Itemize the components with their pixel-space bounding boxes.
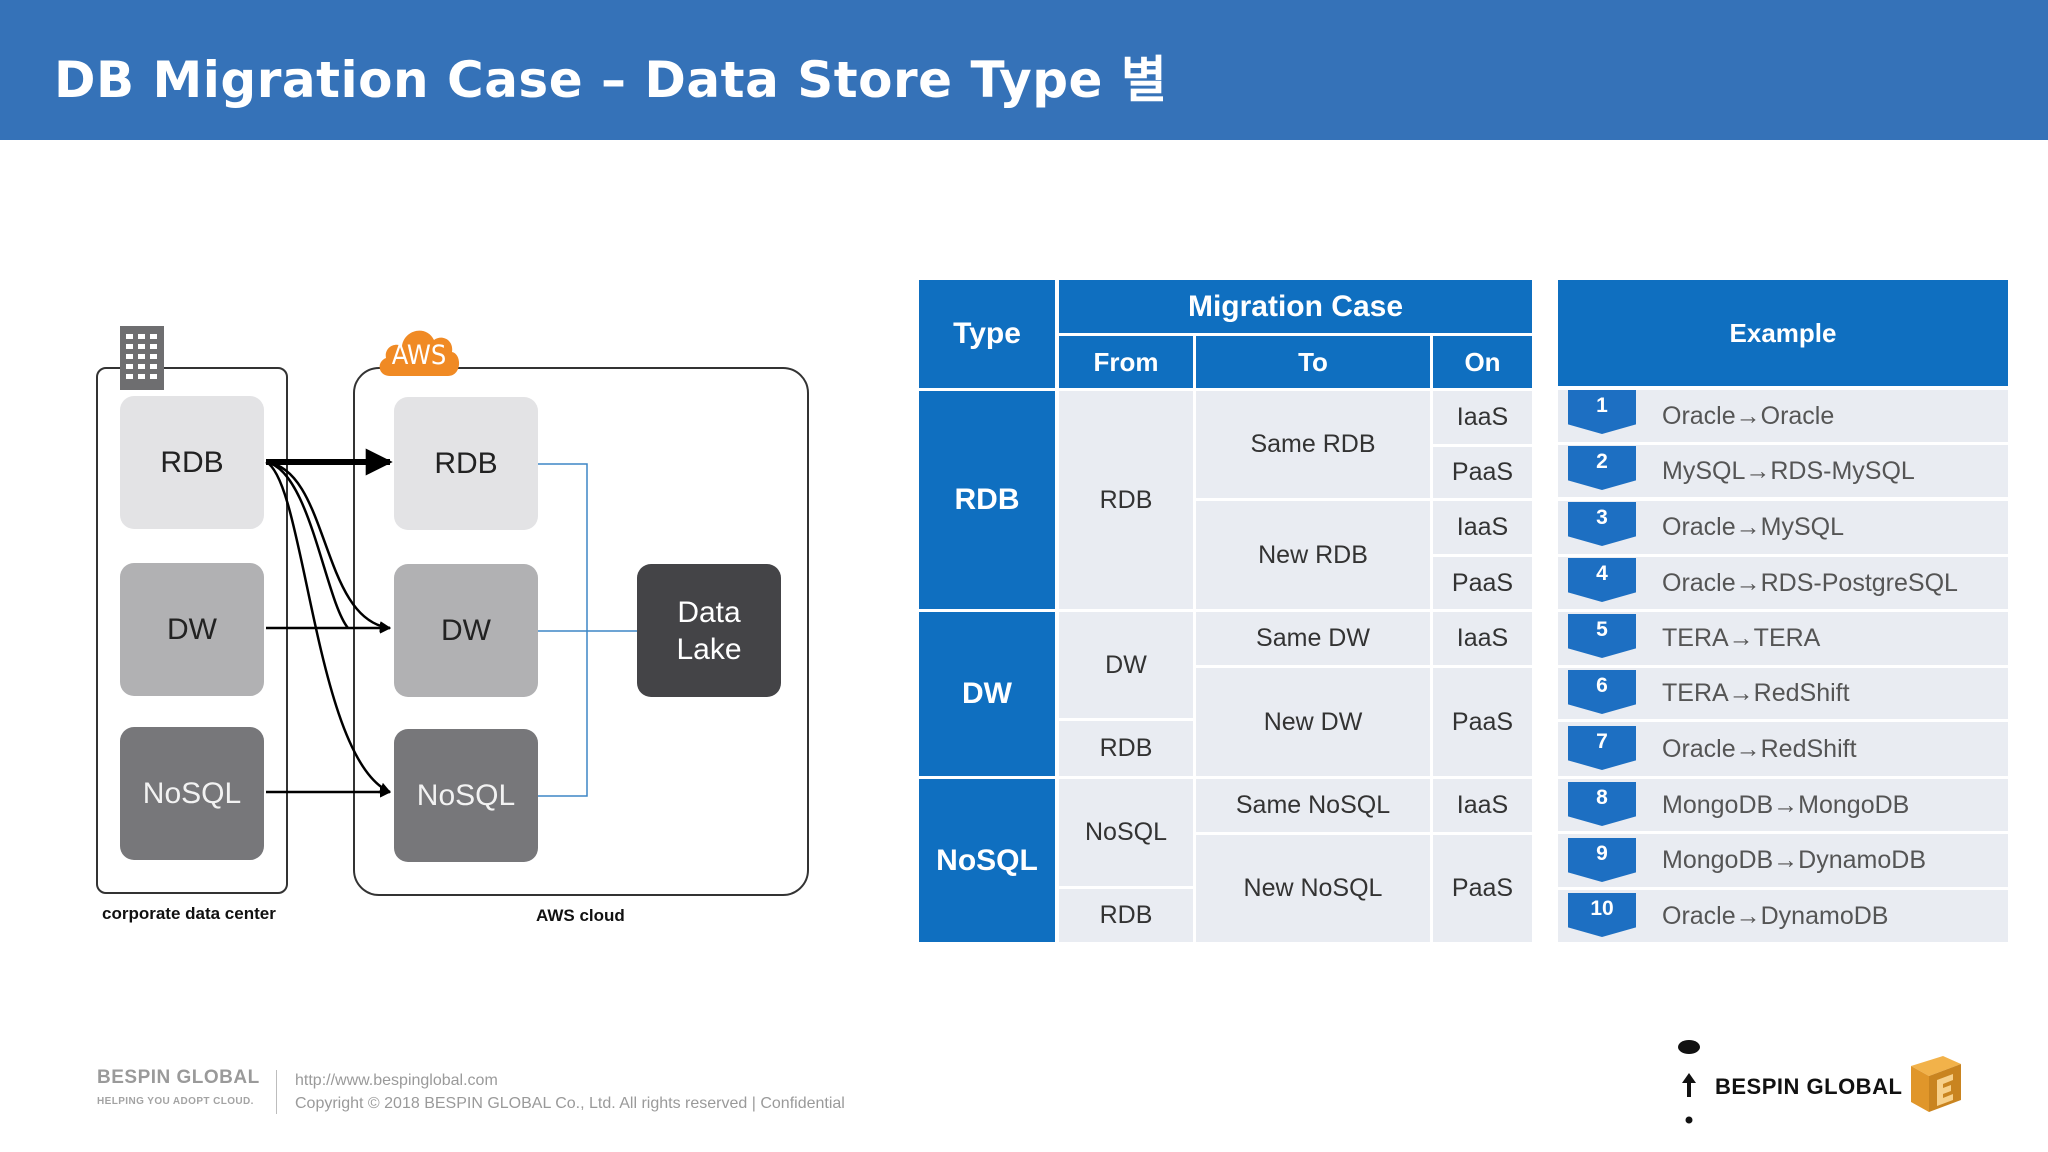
- title-bar: DB Migration Case – Data Store Type 별: [0, 0, 2048, 140]
- example-row: MySQL→RDS-MySQL: [1558, 445, 2008, 497]
- footer-copyright: Copyright © 2018 BESPIN GLOBAL Co., Ltd.…: [295, 1095, 845, 1112]
- header-migration-case: Migration Case: [1059, 280, 1532, 333]
- row-number-badge: 5: [1568, 614, 1636, 658]
- footer-divider: [276, 1070, 277, 1114]
- example-text: Oracle→Oracle: [1662, 401, 1835, 430]
- row-number: 4: [1596, 562, 1608, 585]
- dc-dw-label: DW: [167, 612, 217, 646]
- example-text: Oracle→DynamoDB: [1662, 901, 1889, 930]
- aws-dw-label: DW: [441, 613, 491, 647]
- to-cell: New DW: [1196, 668, 1430, 776]
- on-cell: PaaS: [1433, 447, 1532, 498]
- from-cell: DW: [1059, 612, 1193, 718]
- from-cell: RDB: [1059, 391, 1193, 609]
- aws-nosql-node: NoSQL: [394, 729, 538, 862]
- dc-nosql-node: NoSQL: [120, 727, 264, 860]
- bespin-global-logo: BESPIN GLOBAL: [1715, 1074, 1903, 1099]
- header-on: On: [1433, 336, 1532, 388]
- footer-brand: BESPIN GLOBAL: [97, 1067, 260, 1088]
- row-number: 6: [1596, 674, 1608, 697]
- aws-rdb-node: RDB: [394, 397, 538, 530]
- to-cell: Same DW: [1196, 612, 1430, 665]
- row-number-badge: 3: [1568, 502, 1636, 546]
- building-icon: [120, 326, 164, 390]
- row-number-badge: 8: [1568, 782, 1636, 826]
- bespin-cube-icon: [1911, 1056, 1961, 1112]
- type-cell-rdb: RDB: [919, 391, 1055, 609]
- aws-rdb-label: RDB: [434, 446, 498, 480]
- from-cell: RDB: [1059, 721, 1193, 776]
- row-number-badge: 7: [1568, 726, 1636, 770]
- row-number-badge: 6: [1568, 670, 1636, 714]
- header-type: Type: [919, 280, 1055, 388]
- row-number: 5: [1596, 618, 1608, 641]
- header-to: To: [1196, 336, 1430, 388]
- on-cell: IaaS: [1433, 779, 1532, 832]
- row-number: 7: [1596, 730, 1608, 753]
- header-from: From: [1059, 336, 1193, 388]
- dc-nosql-label: NoSQL: [142, 776, 242, 810]
- on-cell: IaaS: [1433, 391, 1532, 444]
- row-number: 1: [1596, 394, 1608, 417]
- example-text: MongoDB→MongoDB: [1662, 790, 1910, 819]
- to-cell: New RDB: [1196, 501, 1430, 609]
- row-number-badge: 10: [1568, 893, 1636, 937]
- row-number: 3: [1596, 506, 1608, 529]
- row-number: 9: [1596, 842, 1608, 865]
- aws-nosql-label: NoSQL: [416, 778, 516, 812]
- bespin-logo-mark-icon: [1678, 1040, 1700, 1124]
- row-number: 8: [1596, 786, 1608, 809]
- aws-badge-label: AWS: [391, 340, 447, 371]
- header-example: Example: [1558, 280, 2008, 386]
- example-text: TERA→TERA: [1662, 624, 1821, 652]
- footer-url-link[interactable]: http://www.bespinglobal.com: [295, 1072, 498, 1089]
- footer-tagline: HELPING YOU ADOPT CLOUD.: [97, 1096, 254, 1107]
- to-cell: Same RDB: [1196, 391, 1430, 498]
- example-text: Oracle→RDS-PostgreSQL: [1662, 568, 1958, 597]
- on-cell: PaaS: [1433, 557, 1532, 609]
- type-cell-dw: DW: [919, 612, 1055, 776]
- data-lake-line1: Data: [677, 595, 741, 629]
- on-cell: IaaS: [1433, 612, 1532, 665]
- page-title: DB Migration Case – Data Store Type 별: [54, 51, 1168, 109]
- from-cell: NoSQL: [1059, 779, 1193, 886]
- to-cell: Same NoSQL: [1196, 779, 1430, 832]
- to-cell: New NoSQL: [1196, 835, 1430, 942]
- aws-dw-node: DW: [394, 564, 538, 697]
- row-number: 2: [1596, 450, 1608, 473]
- row-number-badge: 9: [1568, 838, 1636, 882]
- example-text: Oracle→MySQL: [1662, 513, 1844, 541]
- row-number-badge: 2: [1568, 446, 1636, 490]
- on-cell: PaaS: [1433, 668, 1532, 776]
- example-text: MySQL→RDS-MySQL: [1662, 456, 1915, 485]
- datacenter-caption: corporate data center: [102, 904, 276, 923]
- row-number-badge: 1: [1568, 390, 1636, 434]
- aws-cloud-container: [353, 367, 809, 896]
- data-lake-line2: Lake: [676, 632, 742, 666]
- row-number-badge: 4: [1568, 558, 1636, 602]
- row-number: 10: [1590, 897, 1614, 920]
- data-lake-node: Data Lake: [637, 564, 781, 697]
- on-cell: IaaS: [1433, 501, 1532, 554]
- example-text: Oracle→RedShift: [1662, 734, 1857, 763]
- datacenter-container: [96, 367, 288, 894]
- from-cell: RDB: [1059, 889, 1193, 942]
- aws-cloud-icon: [379, 330, 460, 376]
- dc-dw-node: DW: [120, 563, 264, 696]
- dc-rdb-label: RDB: [160, 445, 224, 479]
- example-text: MongoDB→DynamoDB: [1662, 846, 1926, 874]
- aws-cloud-caption: AWS cloud: [536, 906, 625, 925]
- example-text: TERA→RedShift: [1662, 679, 1850, 707]
- dc-rdb-node: RDB: [120, 396, 264, 529]
- type-cell-nosql: NoSQL: [919, 779, 1055, 942]
- on-cell: PaaS: [1433, 835, 1532, 942]
